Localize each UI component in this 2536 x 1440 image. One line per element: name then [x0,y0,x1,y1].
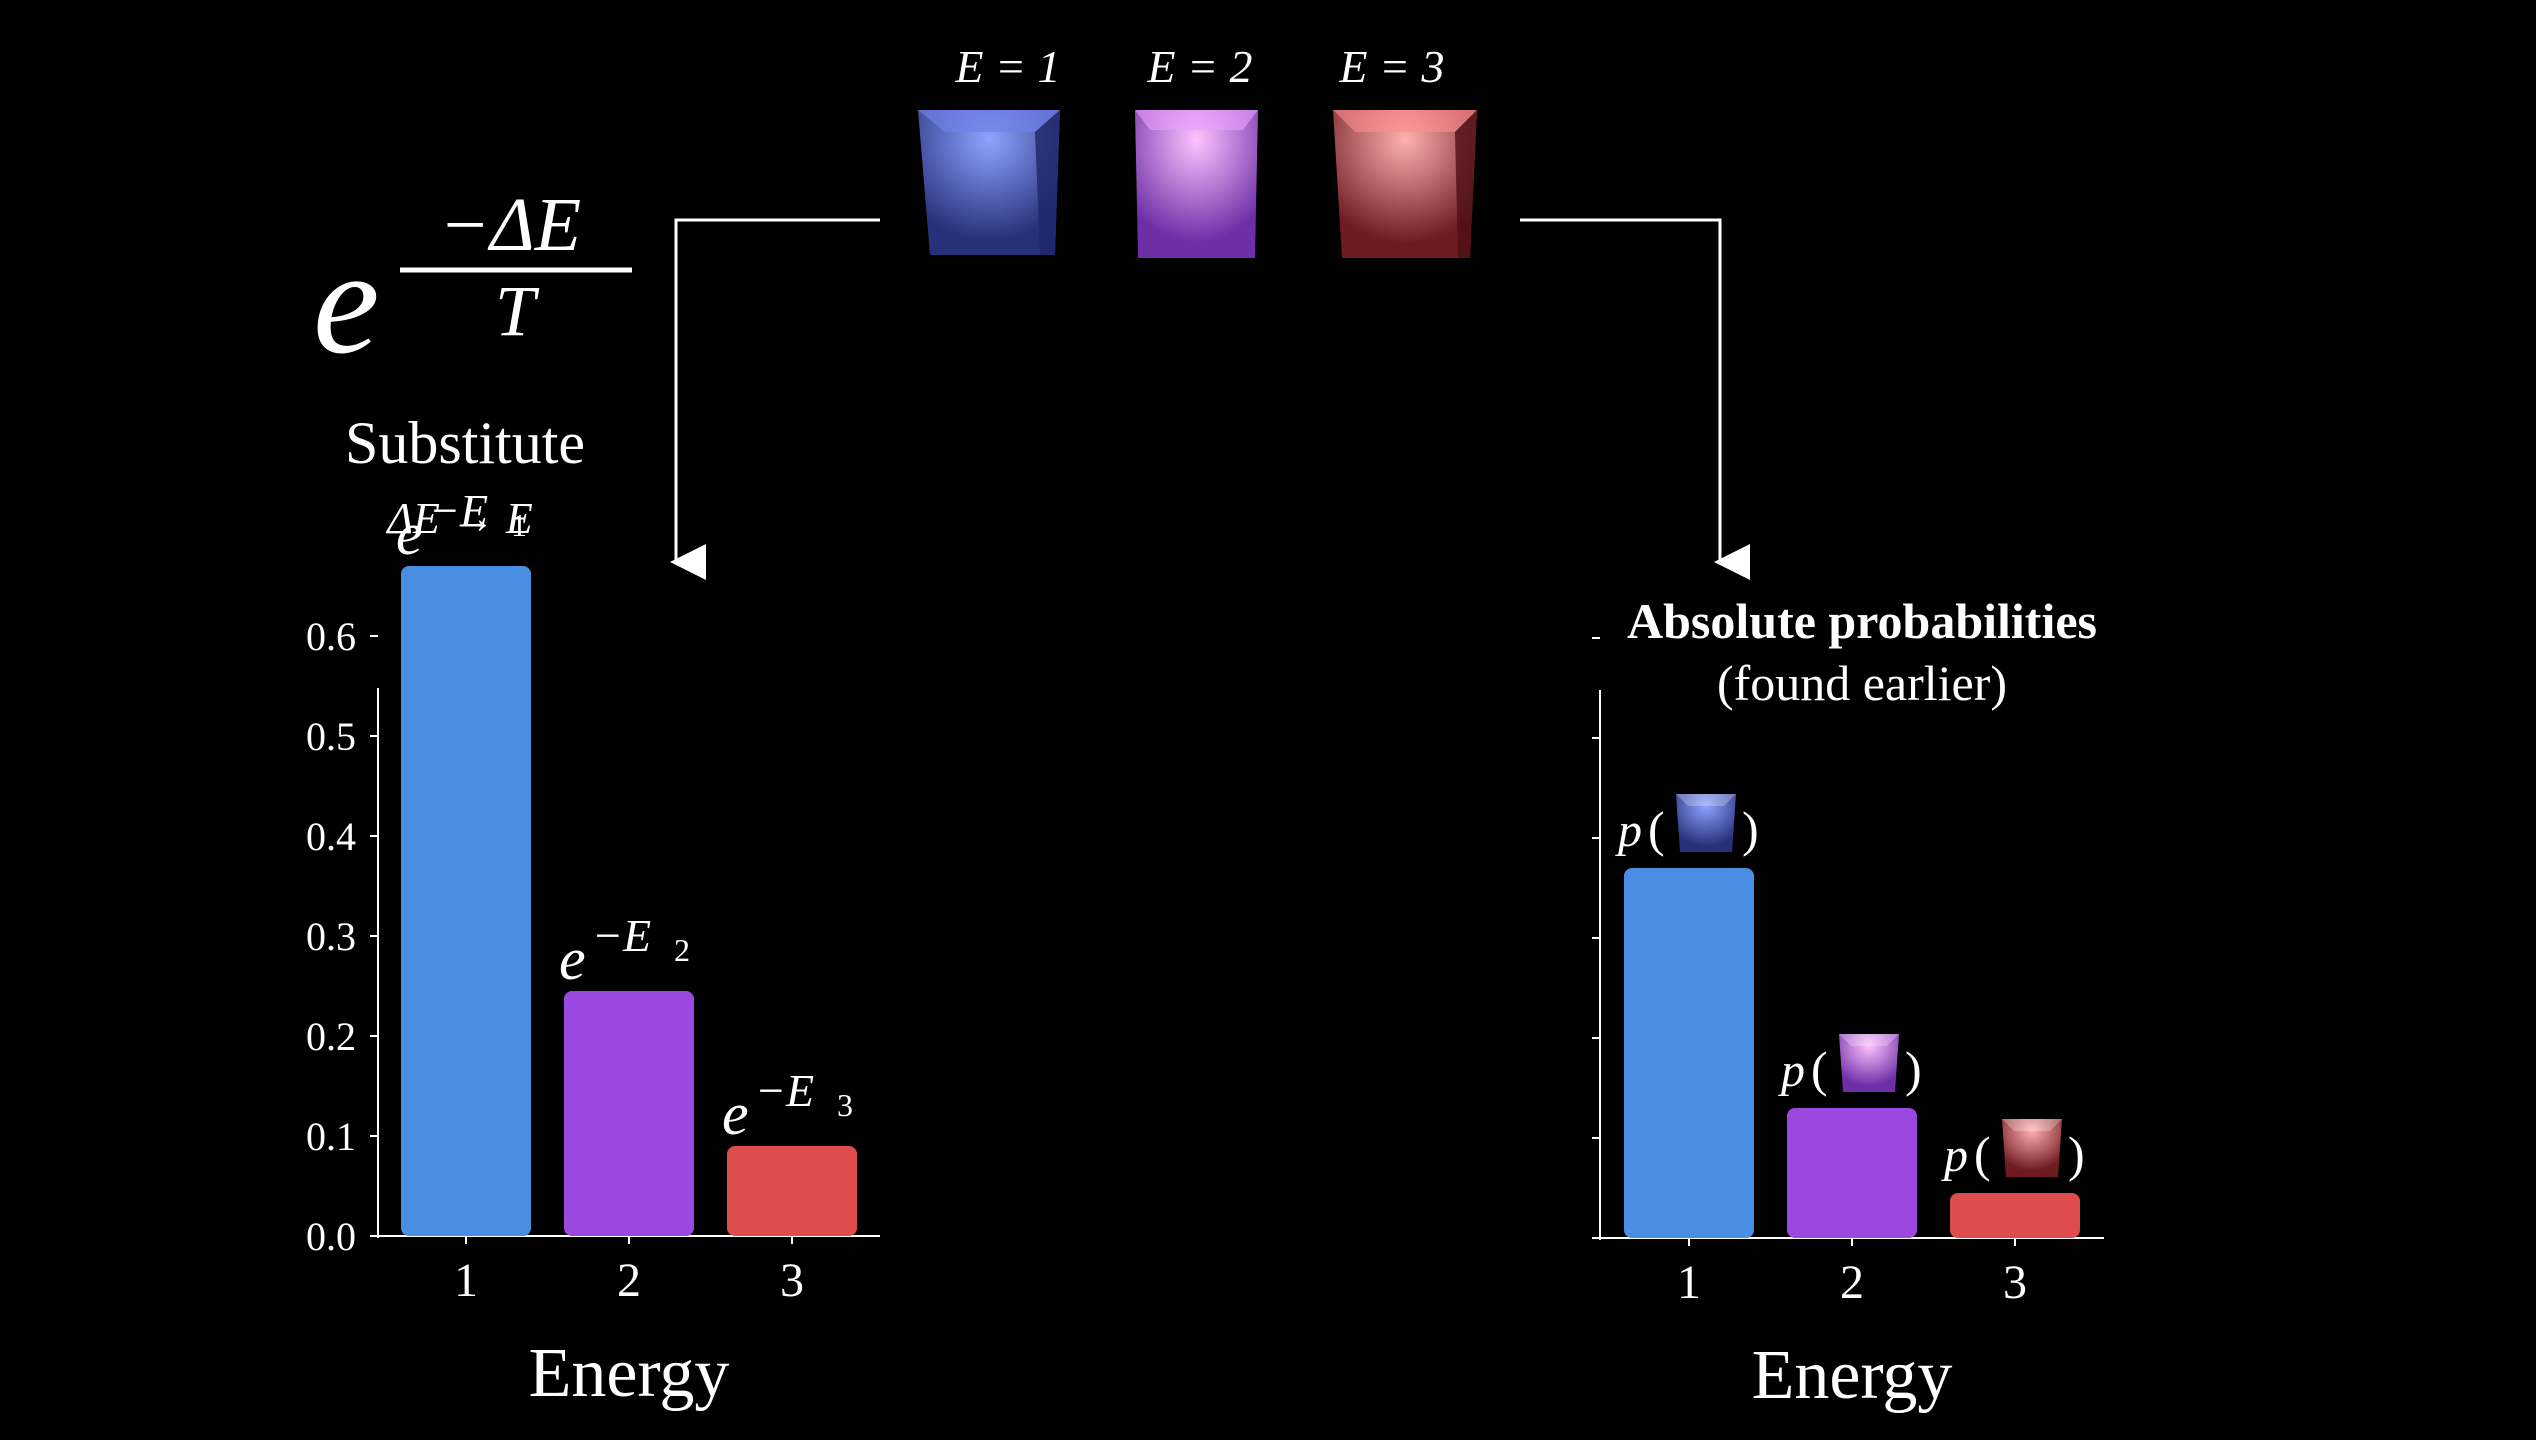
bar-label-p: p [1778,1044,1805,1097]
bar-2 [564,991,694,1236]
left-arrow [670,218,880,580]
formula-denominator: T [495,271,540,351]
right-chart-title: Absolute probabilities [1627,593,2097,649]
y-tick-label: 0.3 [306,914,356,959]
x-tick-label: 3 [2003,1256,2027,1309]
right-bar-chart: 1p()2p()3p()Energy [1592,637,2104,1414]
substitute-title: Substitute [345,410,585,476]
bar-1 [1624,868,1754,1238]
cube-label-1: E = 1 [954,41,1060,92]
red-cube-icon [2002,1119,2062,1177]
paren-open: ( [1974,1126,1991,1182]
blue-cube-icon [1676,794,1736,852]
paren-close: ) [1742,801,1759,857]
paren-close: ) [2068,1126,2085,1182]
x-tick-label: 1 [1677,1256,1701,1309]
x-axis-label: Energy [1752,1337,1953,1414]
cube-label-3: E = 3 [1338,41,1444,92]
purple-cube-icon [1839,1034,1899,1092]
bar-label-base: e [722,1081,749,1147]
bar-label-2: p() [1778,1034,1922,1097]
cube-row [918,110,1477,258]
bar-label-subscript: 1 [511,507,527,543]
y-tick-label: 0.0 [306,1214,356,1259]
red-cube-icon [1333,110,1477,258]
right-arrow [1520,218,1750,580]
bar-label-p: p [1615,804,1642,857]
bar-3 [727,1146,857,1236]
bar-label-p: p [1941,1129,1968,1182]
substitute-rule: ΔE → E [385,494,533,543]
y-tick-label: 0.1 [306,1114,356,1159]
purple-cube-icon [1135,110,1258,258]
x-tick-label: 2 [617,1254,641,1307]
formula-numerator: −ΔE [439,183,581,267]
bar-label-exponent: −E [755,1065,814,1116]
boltzmann-formula: e −ΔE T [313,183,632,385]
bar-2 [1787,1108,1917,1238]
x-axis-label: Energy [529,1335,730,1412]
formula-base: e [313,219,380,385]
y-tick-label: 0.4 [306,814,356,859]
bar-label-base: e [396,501,423,567]
x-tick-label: 3 [780,1254,804,1307]
bar-label-3: p() [1941,1119,2085,1182]
cube-label-2: E = 2 [1146,41,1252,92]
bar-label-1: p() [1615,794,1759,857]
bar-label-exponent: −E [429,485,488,536]
bar-label-base: e [559,926,586,992]
paren-open: ( [1811,1041,1828,1097]
bar-label-subscript: 3 [837,1087,853,1123]
y-tick-label: 0.6 [306,614,356,659]
x-tick-label: 1 [454,1254,478,1307]
right-chart-subtitle: (found earlier) [1717,655,2007,711]
y-tick-label: 0.5 [306,714,356,759]
y-tick-label: 0.2 [306,1014,356,1059]
paren-open: ( [1648,801,1665,857]
bar-label-1: e−E 1 [396,485,527,567]
bar-1 [401,566,531,1236]
paren-close: ) [1905,1041,1922,1097]
bar-3 [1950,1193,2080,1238]
bar-label-2: e−E 2 [559,910,690,992]
bar-label-exponent: −E [592,910,651,961]
blue-cube-icon [918,110,1060,255]
x-tick-label: 2 [1840,1256,1864,1309]
bar-label-subscript: 2 [674,932,690,968]
bar-label-3: e−E 3 [722,1065,853,1147]
